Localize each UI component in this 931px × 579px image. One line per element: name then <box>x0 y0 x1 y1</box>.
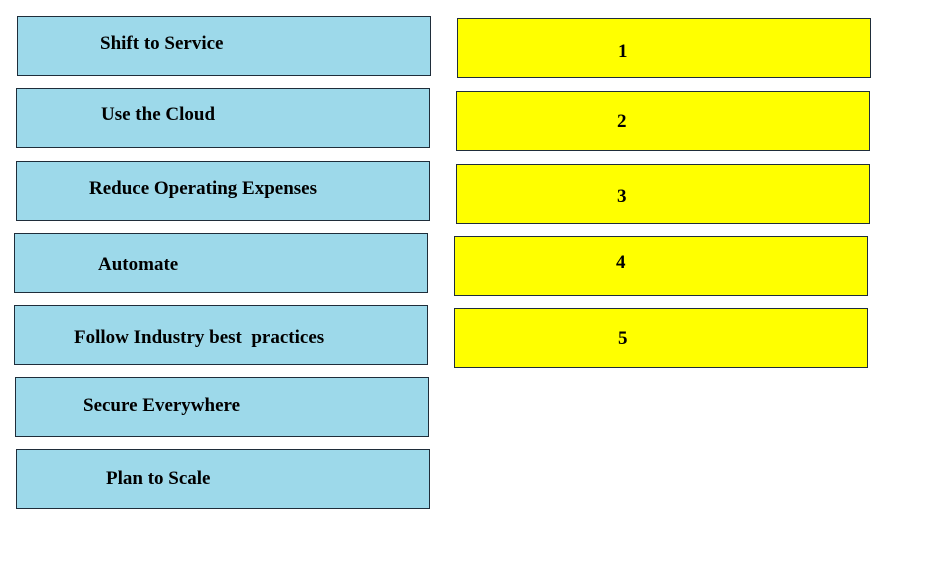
target-slot-4[interactable]: 4 <box>454 236 868 296</box>
target-slot-3[interactable]: 3 <box>456 164 870 224</box>
source-item-label: Shift to Service <box>100 33 224 54</box>
source-item-label: Use the Cloud <box>101 104 216 125</box>
source-item-label: Automate <box>98 254 179 275</box>
target-slot-number: 4 <box>616 252 626 273</box>
target-slot-2[interactable]: 2 <box>456 91 870 151</box>
target-slot-number: 5 <box>618 328 628 349</box>
target-slot-5[interactable]: 5 <box>454 308 868 368</box>
source-item-reduce-operating-expenses[interactable]: Reduce Operating Expenses <box>16 161 430 221</box>
source-item-label: Reduce Operating Expenses <box>89 178 317 199</box>
target-slot-number: 3 <box>617 186 627 207</box>
source-item-label: Follow Industry best practices <box>74 327 325 348</box>
source-item-label: Plan to Scale <box>106 468 211 489</box>
target-slot-number: 2 <box>617 111 627 132</box>
target-slot-1[interactable]: 1 <box>457 18 871 78</box>
source-item-automate[interactable]: Automate <box>14 233 428 293</box>
source-item-secure-everywhere[interactable]: Secure Everywhere <box>15 377 429 437</box>
source-item-label: Secure Everywhere <box>83 395 241 416</box>
source-item-use-the-cloud[interactable]: Use the Cloud <box>16 88 430 148</box>
source-item-follow-industry-best-practices[interactable]: Follow Industry best practices <box>14 305 428 365</box>
source-item-shift-to-service[interactable]: Shift to Service <box>17 16 431 76</box>
source-item-plan-to-scale[interactable]: Plan to Scale <box>16 449 430 509</box>
target-slot-number: 1 <box>618 41 628 62</box>
